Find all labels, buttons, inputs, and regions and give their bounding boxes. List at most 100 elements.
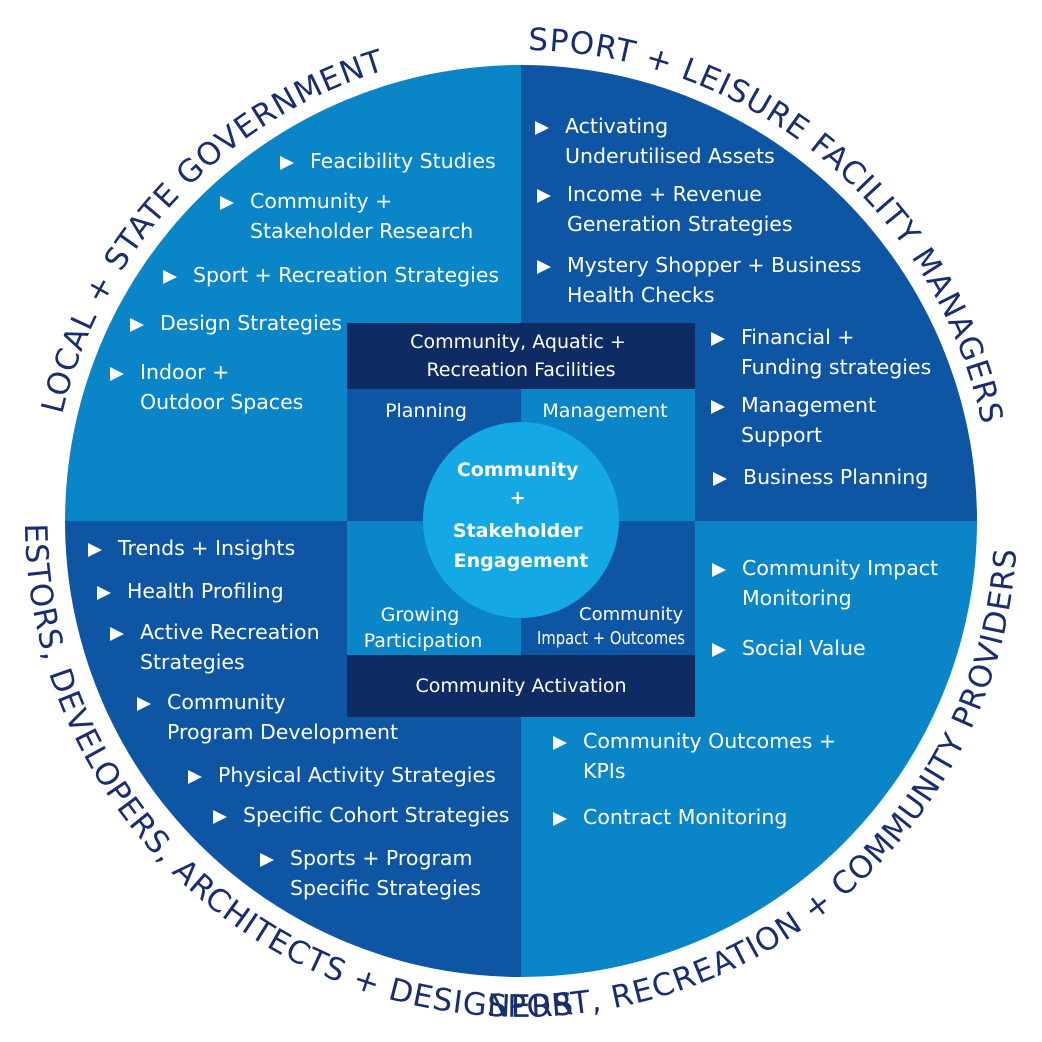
- list-item-line: Design Strategies: [160, 311, 342, 335]
- hub-line-4: Engagement: [454, 550, 589, 572]
- list-item-line: Business Planning: [743, 465, 928, 489]
- list-item-line: Trends + Insights: [117, 536, 295, 560]
- list-item-line: Stakeholder Research: [250, 219, 473, 243]
- svg-text:Growing Participation: Growing Participation: [364, 604, 483, 652]
- bullet-arrow-icon: [220, 196, 234, 210]
- list-item-line: Contract Monitoring: [583, 805, 787, 829]
- bullet-arrow-icon: [712, 563, 726, 577]
- bullet-arrow-icon: [280, 156, 294, 170]
- bullet-arrow-icon: [553, 736, 567, 750]
- hub-circle: [423, 422, 619, 618]
- impact-line-2: Impact + Outcomes: [537, 628, 685, 649]
- hub-line-3: Stakeholder: [453, 520, 583, 542]
- svg-text:Community, Aquatic + Rec: Community, Aquatic + Recreation Faciliti…: [410, 331, 632, 381]
- center-block: Community, Aquatic + Recreation Faciliti…: [347, 323, 695, 717]
- list-item: Community + Stakeholder Research: [250, 189, 473, 243]
- list-item: Specific Cohort Strategies: [243, 803, 509, 827]
- list-item-line: Underutilised Assets: [565, 144, 775, 168]
- list-item-line: Social Value: [742, 636, 866, 660]
- list-item: Trends + Insights: [117, 536, 295, 560]
- bullet-arrow-icon: [213, 810, 227, 824]
- list-item: Health Profiling: [127, 579, 284, 603]
- list-item-line: Strategies: [140, 650, 245, 674]
- list-item: Community Outcomes + KPIs: [583, 729, 836, 783]
- list-item-line: Specific Cohort Strategies: [243, 803, 509, 827]
- bullet-arrow-icon: [712, 643, 726, 657]
- list-item-line: Activating: [565, 114, 668, 138]
- hub-line-1: Community: [457, 459, 579, 481]
- list-item-line: Support: [741, 423, 822, 447]
- list-item-line: Generation Strategies: [567, 212, 793, 236]
- list-item-line: Mystery Shopper + Business: [567, 253, 861, 277]
- list-item-line: Feacibility Studies: [310, 149, 496, 173]
- list-item-line: KPIs: [583, 759, 626, 783]
- bullet-arrow-icon: [88, 543, 102, 557]
- list-item-line: Community Impact: [742, 556, 938, 580]
- center-top-bar: [347, 323, 695, 389]
- list-item-line: Health Checks: [567, 283, 715, 307]
- bullet-arrow-icon: [97, 586, 111, 600]
- bottom-bar-label: Community Activation: [415, 675, 626, 697]
- list-item: Feacibility Studies: [310, 149, 496, 173]
- impact-line-1: Community: [579, 604, 684, 625]
- top-bar-line-1: Community, Aquatic +: [410, 331, 626, 353]
- list-item: Design Strategies: [160, 311, 342, 335]
- list-item-line: Physical Activity Strategies: [218, 763, 496, 787]
- list-item-line: Active Recreation: [140, 620, 320, 644]
- list-item-line: Community Outcomes +: [583, 729, 836, 753]
- bullet-arrow-icon: [711, 400, 725, 414]
- management-label: Management: [542, 400, 667, 422]
- center-bottom-bar: [347, 655, 695, 717]
- bullet-arrow-icon: [188, 770, 202, 784]
- list-item-line: Outdoor Spaces: [140, 390, 303, 414]
- svg-text:Community Impact + Outco: Community Impact + Outcomes: [537, 604, 689, 649]
- svg-text:Community + Stakeh: Community + Stakeholder Engagement: [453, 459, 589, 572]
- bullet-arrow-icon: [553, 812, 567, 826]
- bullet-arrow-icon: [163, 270, 177, 284]
- list-item-line: Funding strategies: [741, 355, 931, 379]
- list-item: Financial + Funding strategies: [741, 325, 931, 379]
- hub-line-2: +: [510, 487, 526, 509]
- bullet-arrow-icon: [711, 332, 725, 346]
- bullet-arrow-icon: [137, 697, 151, 711]
- growing-line-1: Growing: [381, 604, 460, 626]
- list-item-line: Community +: [250, 189, 392, 213]
- list-item: Contract Monitoring: [583, 805, 787, 829]
- bullet-arrow-icon: [260, 853, 274, 867]
- growing-line-2: Participation: [364, 630, 483, 652]
- list-item: Social Value: [742, 636, 866, 660]
- list-item-line: Monitoring: [742, 586, 852, 610]
- list-item-line: Program Development: [167, 720, 398, 744]
- bullet-arrow-icon: [713, 472, 727, 486]
- list-item-line: Management: [741, 393, 876, 417]
- list-item-line: Income + Revenue: [567, 182, 762, 206]
- list-item: Sport + Recreation Strategies: [193, 263, 499, 287]
- list-item-line: Financial +: [741, 325, 854, 349]
- list-item: Physical Activity Strategies: [218, 763, 496, 787]
- planning-label: Planning: [385, 400, 467, 422]
- list-item-line: Sport + Recreation Strategies: [193, 263, 499, 287]
- bullet-arrow-icon: [537, 260, 551, 274]
- list-item: Indoor + Outdoor Spaces: [140, 360, 303, 414]
- list-item-line: Specific Strategies: [290, 876, 481, 900]
- list-item: Business Planning: [743, 465, 928, 489]
- list-item-line: Indoor +: [140, 360, 229, 384]
- list-item-line: Health Profiling: [127, 579, 284, 603]
- bullet-arrow-icon: [130, 318, 144, 332]
- bullet-arrow-icon: [535, 121, 549, 135]
- bullet-arrow-icon: [110, 627, 124, 641]
- list-item-line: Sports + Program: [290, 846, 472, 870]
